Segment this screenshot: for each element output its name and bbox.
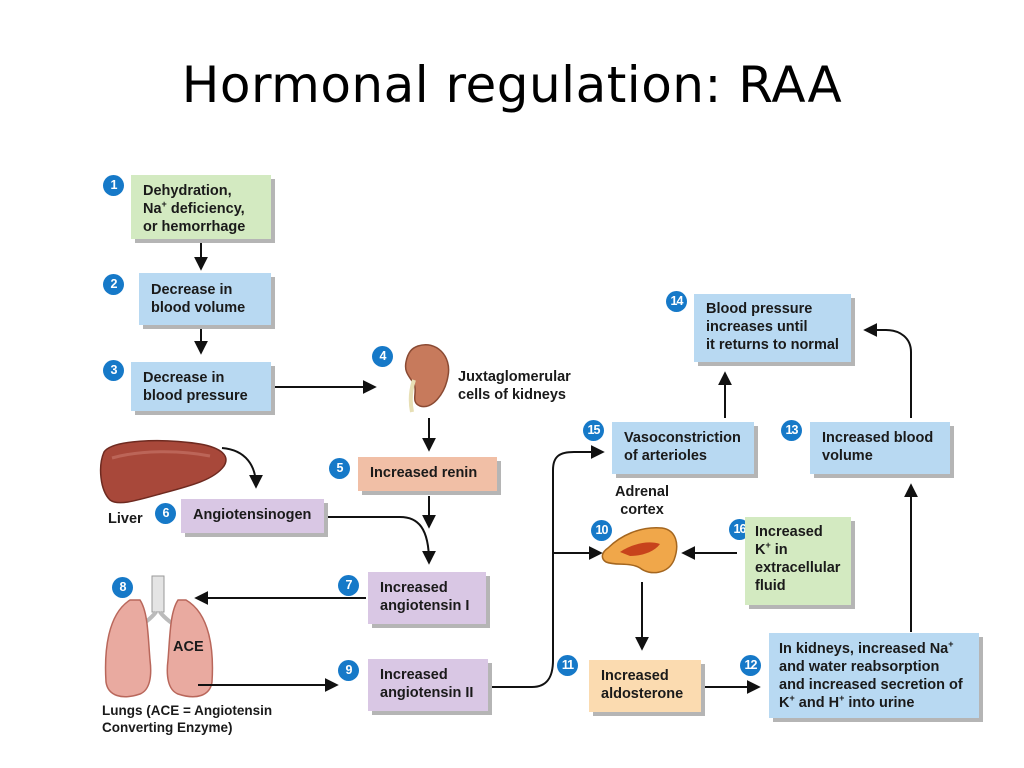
step-4-label: Juxtaglomerular cells of kidneys	[458, 369, 571, 403]
step-1-box: Dehydration, Na+ deficiency, or hemorrha…	[131, 175, 271, 239]
step-16-number: 16	[729, 519, 750, 540]
step-14-number: 14	[666, 291, 687, 312]
step-8-number: 8	[112, 577, 133, 598]
adrenal-gland-icon	[601, 527, 678, 574]
arrow-6-to-7	[324, 516, 436, 565]
step-4-number: 4	[372, 346, 393, 367]
page-title: Hormonal regulation: RAA	[181, 56, 843, 114]
step-2-box: Decrease in blood volume	[139, 273, 271, 325]
arrow-liver-to-6	[221, 447, 263, 489]
step-12-box: In kidneys, increased Na+ and water reab…	[769, 633, 979, 718]
arrow-13-to-14	[863, 323, 912, 418]
lungs-icon	[104, 575, 214, 698]
liver-label: Liver	[108, 511, 143, 527]
step-9-box: Increased angiotensin II	[368, 659, 488, 711]
step-10-number: 10	[591, 520, 612, 541]
step-5-box: Increased renin	[358, 457, 497, 491]
step-10-label: Adrenal cortex	[615, 484, 669, 518]
step-5-number: 5	[329, 458, 350, 479]
step-14-box: Blood pressure increases until it return…	[694, 294, 851, 362]
step-3-number: 3	[103, 360, 124, 381]
arrow-9-to-15	[488, 445, 605, 688]
lungs-label: Lungs (ACE = Angiotensin Converting Enzy…	[102, 703, 273, 735]
step-6-box: Angiotensinogen	[181, 499, 324, 533]
step-13-number: 13	[781, 420, 802, 441]
step-13-box: Increased blood volume	[810, 422, 950, 474]
step-7-box: Increased angiotensin I	[368, 572, 486, 624]
step-11-box: Increased aldosterone	[589, 660, 701, 712]
step-11-number: 11	[557, 655, 578, 676]
step-2-number: 2	[103, 274, 124, 295]
step-9-number: 9	[338, 660, 359, 681]
step-16-box: Increased K+ in extracellular fluid	[745, 517, 851, 605]
kidney-icon	[404, 343, 450, 413]
step-1-number: 1	[103, 175, 124, 196]
step-12-number: 12	[740, 655, 761, 676]
step-15-box: Vasoconstriction of arterioles	[612, 422, 754, 474]
step-15-number: 15	[583, 420, 604, 441]
step-7-number: 7	[338, 575, 359, 596]
step-6-number: 6	[155, 503, 176, 524]
step-3-box: Decrease in blood pressure	[131, 362, 271, 411]
liver-icon	[99, 439, 227, 504]
ace-label: ACE	[173, 639, 204, 655]
